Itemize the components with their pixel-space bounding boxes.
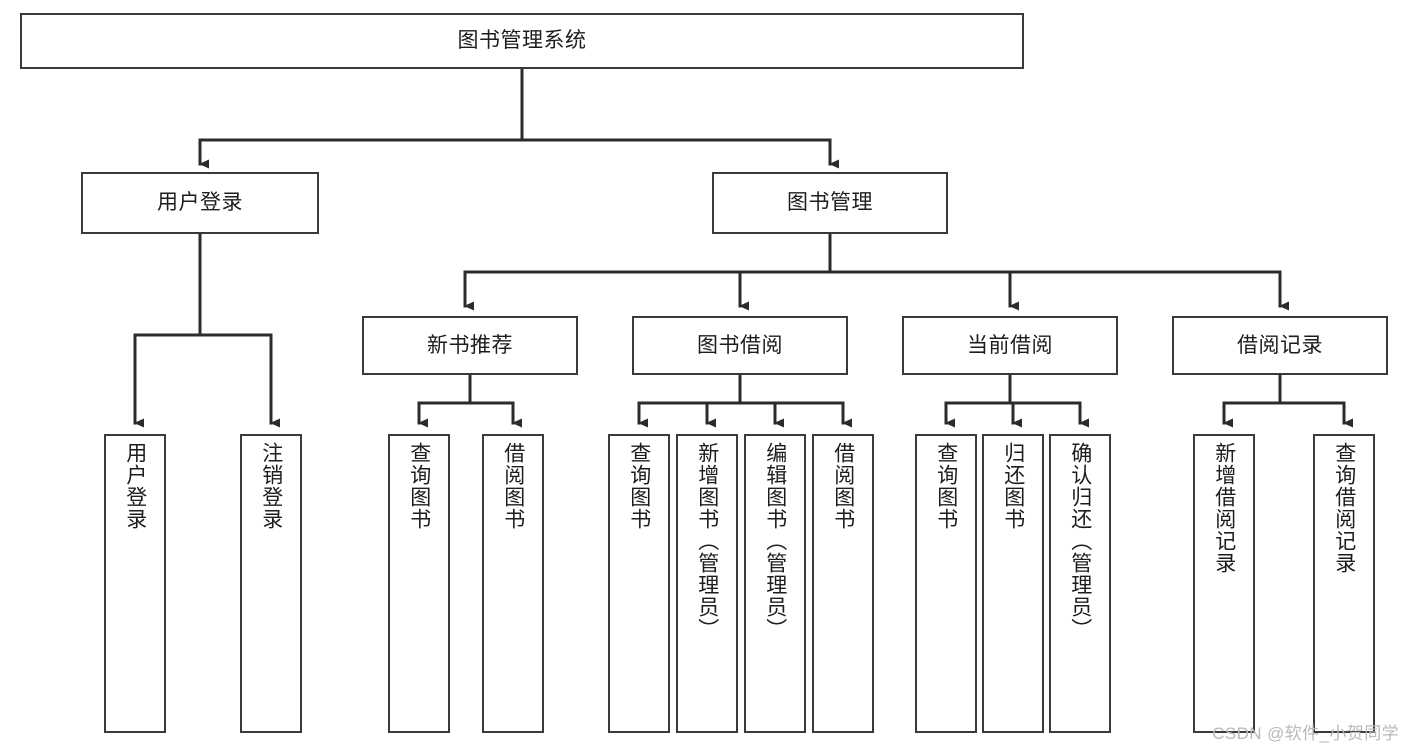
node-leaf-borrow-record-query-label: 查询借阅记录 <box>1332 442 1356 574</box>
node-leaf-borrow-record-add-label: 新增借阅记录 <box>1212 442 1236 574</box>
node-leaf-book-borrow-lend-label: 借阅图书 <box>831 442 855 530</box>
node-leaf-current-borrow-confirm-label: 确认归还（管理员） <box>1068 442 1092 640</box>
node-leaf-book-borrow-query-label: 查询图书 <box>627 442 651 530</box>
node-leaf-user-login-signin[interactable]: 用户登录 <box>104 434 166 733</box>
node-current-borrow-label: 当前借阅 <box>967 333 1053 357</box>
node-leaf-user-login-signout[interactable]: 注销登录 <box>240 434 302 733</box>
node-leaf-borrow-record-query[interactable]: 查询借阅记录 <box>1313 434 1375 733</box>
node-borrow-record[interactable]: 借阅记录 <box>1172 316 1388 375</box>
node-leaf-book-borrow-query[interactable]: 查询图书 <box>608 434 670 733</box>
node-root-label: 图书管理系统 <box>457 29 587 53</box>
node-leaf-current-borrow-confirm[interactable]: 确认归还（管理员） <box>1049 434 1111 733</box>
node-book-management[interactable]: 图书管理 <box>712 172 948 234</box>
node-leaf-user-login-signout-label: 注销登录 <box>259 442 283 530</box>
node-borrow-record-label: 借阅记录 <box>1237 333 1323 357</box>
node-book-borrow[interactable]: 图书借阅 <box>632 316 848 375</box>
node-leaf-current-borrow-return[interactable]: 归还图书 <box>982 434 1044 733</box>
node-root-library-system[interactable]: 图书管理系统 <box>20 13 1024 69</box>
node-user-login[interactable]: 用户登录 <box>81 172 319 234</box>
node-leaf-user-login-signin-label: 用户登录 <box>123 442 147 530</box>
node-user-login-label: 用户登录 <box>157 191 243 215</box>
node-leaf-new-book-borrow[interactable]: 借阅图书 <box>482 434 544 733</box>
node-leaf-book-borrow-lend[interactable]: 借阅图书 <box>812 434 874 733</box>
node-current-borrow[interactable]: 当前借阅 <box>902 316 1118 375</box>
node-leaf-book-borrow-add-label: 新增图书（管理员） <box>695 442 719 640</box>
node-leaf-new-book-borrow-label: 借阅图书 <box>501 442 525 530</box>
csdn-watermark: CSDN @软件_小贺同学 <box>1212 724 1399 743</box>
node-leaf-current-borrow-return-label: 归还图书 <box>1001 442 1025 530</box>
node-leaf-borrow-record-add[interactable]: 新增借阅记录 <box>1193 434 1255 733</box>
node-leaf-book-borrow-edit-label: 编辑图书（管理员） <box>763 442 787 640</box>
node-book-borrow-label: 图书借阅 <box>697 333 783 357</box>
node-leaf-book-borrow-edit[interactable]: 编辑图书（管理员） <box>744 434 806 733</box>
node-leaf-new-book-query-label: 查询图书 <box>407 442 431 530</box>
node-book-management-label: 图书管理 <box>787 191 873 215</box>
node-leaf-book-borrow-add[interactable]: 新增图书（管理员） <box>676 434 738 733</box>
node-new-book-recommend-label: 新书推荐 <box>427 333 513 357</box>
node-new-book-recommend[interactable]: 新书推荐 <box>362 316 578 375</box>
node-leaf-new-book-query[interactable]: 查询图书 <box>388 434 450 733</box>
node-leaf-current-borrow-query-label: 查询图书 <box>934 442 958 530</box>
node-leaf-current-borrow-query[interactable]: 查询图书 <box>915 434 977 733</box>
